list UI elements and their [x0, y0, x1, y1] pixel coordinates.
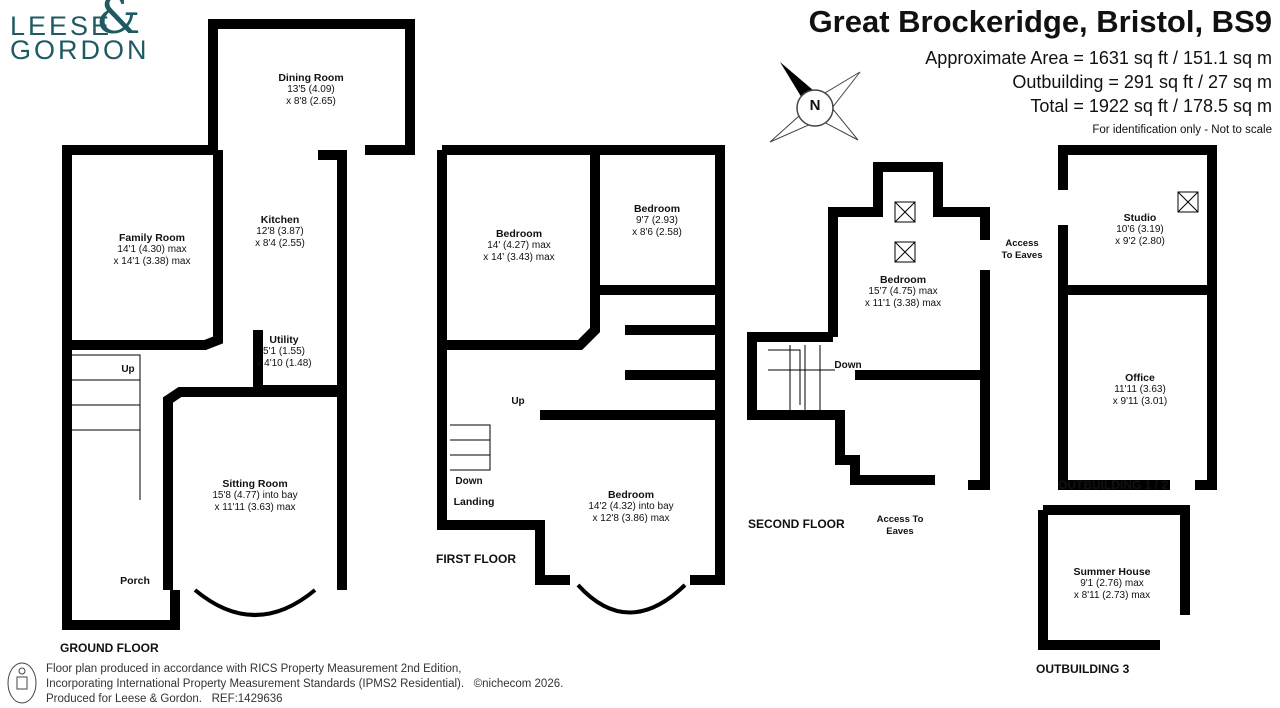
floor-label: SECOND FLOOR	[748, 517, 845, 531]
floor-label: OUTBUILDING 3	[1036, 662, 1130, 676]
stairs-up-label: Up	[121, 364, 135, 375]
person-icon	[7, 662, 37, 704]
outbuilding-area: Outbuilding = 291 sq ft / 27 sq m	[1012, 72, 1272, 92]
second-floor-stairs	[768, 345, 835, 410]
floor-label: GROUND FLOOR	[60, 641, 159, 655]
footer-line: Floor plan produced in accordance with R…	[46, 663, 462, 675]
eaves-label: Access To Eaves	[876, 514, 924, 537]
footer-line: Produced for Leese & Gordon.	[46, 693, 202, 705]
room-label: Porch	[120, 575, 150, 587]
page-title: Great Brockeridge, Bristol, BS9	[808, 4, 1272, 39]
sitting-room-bay	[193, 588, 317, 617]
compass-icon	[769, 62, 861, 143]
approx-area: Approximate Area = 1631 sq ft / 151.1 sq…	[925, 48, 1272, 68]
outbuilding-12-walls	[1058, 145, 1217, 490]
floor-label: OUTBUILDING 1 / 2	[1058, 478, 1169, 492]
skylight-icon	[894, 201, 916, 263]
first-floor-walls	[437, 145, 725, 585]
room-label: Landing	[453, 496, 495, 508]
scale-note: For identification only - Not to scale	[1092, 124, 1272, 136]
reference: REF:1429636	[211, 693, 283, 705]
stairs-down-label: Down	[455, 476, 483, 487]
stairs-down-label: Down	[834, 360, 862, 371]
compass-north-label: N	[809, 97, 821, 114]
outbuilding-3-walls	[1038, 505, 1190, 650]
copyright: ©nichecom 2026.	[473, 678, 564, 690]
footer-line: Incorporating International Property Mea…	[46, 678, 465, 690]
footer: Floor plan produced in accordance with R…	[46, 662, 563, 707]
eaves-label: Access To Eaves	[1001, 238, 1043, 261]
first-floor-stairs	[450, 424, 491, 471]
total-area: Total = 1922 sq ft / 178.5 sq m	[1030, 96, 1272, 116]
ground-floor-stairs	[72, 354, 141, 500]
stairs-up-label: Up	[511, 396, 525, 407]
first-floor-bay	[576, 583, 687, 615]
logo: LEESE GORDON &	[10, 0, 150, 65]
floor-label: FIRST FLOOR	[436, 552, 516, 566]
logo-line2: GORDON	[10, 35, 150, 65]
ground-floor-walls	[62, 19, 415, 630]
skylight-icon	[1177, 191, 1199, 213]
logo-ampersand: &	[96, 0, 144, 45]
second-floor-walls	[747, 162, 990, 490]
logo-line1: LEESE	[10, 11, 113, 41]
